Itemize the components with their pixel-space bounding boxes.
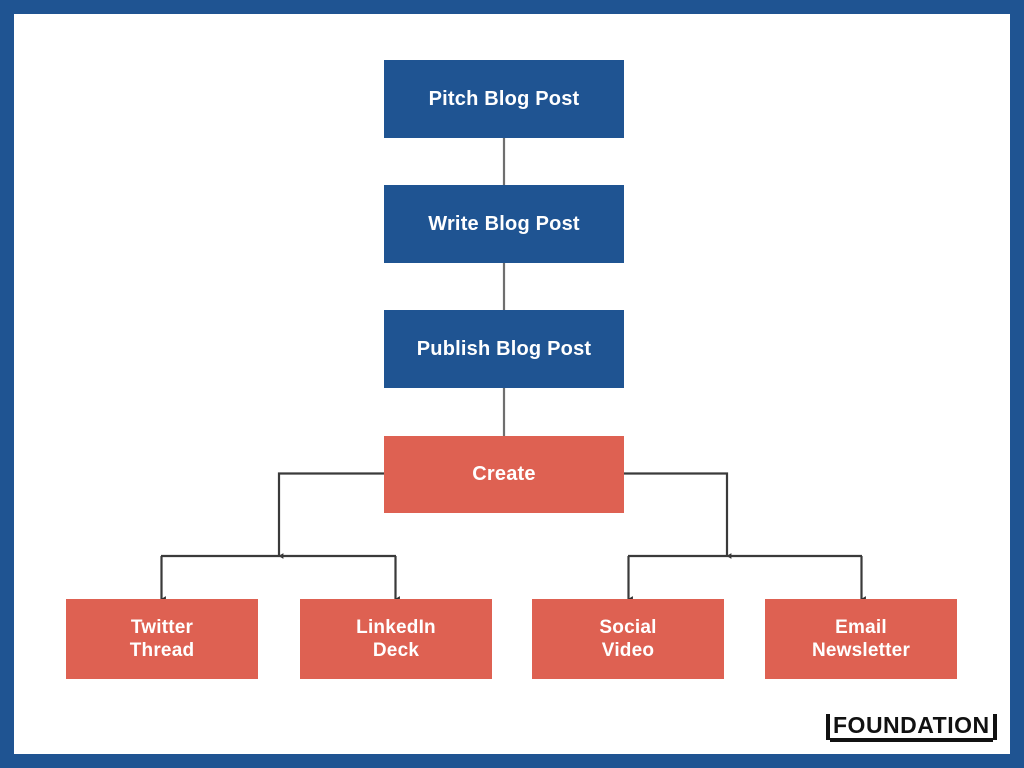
logo-right-bar bbox=[992, 714, 997, 740]
node-create[interactable]: Create bbox=[384, 436, 624, 513]
foundation-logo: FOUNDATION bbox=[826, 712, 997, 742]
node-email-newsletter[interactable]: Email Newsletter bbox=[765, 599, 957, 679]
node-label: Write Blog Post bbox=[428, 212, 580, 235]
node-write-blog-post[interactable]: Write Blog Post bbox=[384, 185, 624, 263]
edge-create-right-trunk bbox=[624, 472, 732, 559]
node-label-line2: Deck bbox=[372, 640, 420, 661]
logo-left-bar bbox=[826, 714, 830, 740]
node-label-line2: Video bbox=[601, 640, 655, 661]
node-label-line2: Newsletter bbox=[811, 640, 911, 661]
node-label: Create bbox=[472, 463, 536, 486]
node-label-line1: Social bbox=[599, 616, 657, 638]
node-label-line1: Email bbox=[835, 616, 887, 638]
logo-wordmark: FOUNDATION bbox=[830, 712, 993, 742]
node-label-wrap: LinkedIn Deck bbox=[356, 616, 436, 662]
node-label-line1: Twitter bbox=[130, 616, 194, 638]
node-linkedin-deck[interactable]: LinkedIn Deck bbox=[300, 599, 492, 679]
node-label-wrap: Email Newsletter bbox=[812, 616, 910, 662]
edge-create-left-trunk bbox=[277, 472, 384, 559]
node-publish-blog-post[interactable]: Publish Blog Post bbox=[384, 310, 624, 388]
node-label: Publish Blog Post bbox=[416, 337, 592, 360]
node-label-wrap: Social Video bbox=[599, 616, 656, 662]
node-label-line1: LinkedIn bbox=[356, 616, 436, 638]
node-label-line2: Thread bbox=[129, 640, 195, 661]
node-social-video[interactable]: Social Video bbox=[532, 599, 724, 679]
node-pitch-blog-post[interactable]: Pitch Blog Post bbox=[384, 60, 624, 138]
node-label-wrap: Twitter Thread bbox=[130, 616, 195, 662]
node-twitter-thread[interactable]: Twitter Thread bbox=[66, 599, 258, 679]
node-label: Pitch Blog Post bbox=[428, 87, 580, 110]
